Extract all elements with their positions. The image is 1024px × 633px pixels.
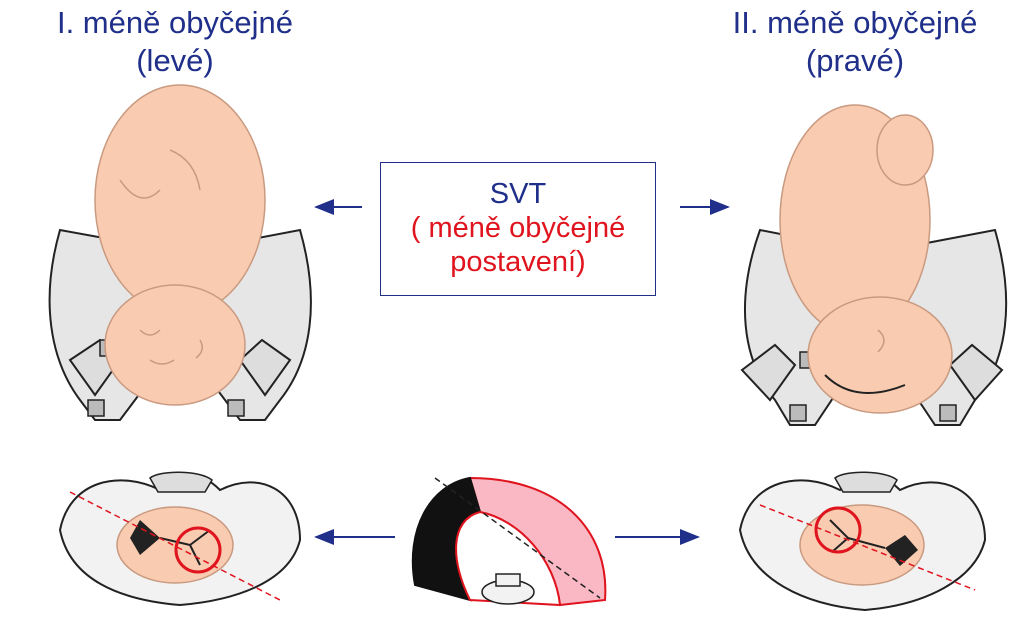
right-title-line2: (pravé) (805, 43, 905, 78)
right-fetus-pelvis-illustration (740, 104, 1008, 426)
left-title-line1: I. méně obyčejné (56, 5, 294, 40)
center-pelvis-section-illustration (411, 476, 607, 607)
left-pelvic-inlet-illustration (58, 471, 302, 607)
right-fetal-head (799, 504, 925, 586)
left-fetus-shape (94, 84, 266, 406)
right-title-line1: II. méně obyčejné (732, 5, 978, 40)
right-fetus-shape (779, 104, 953, 414)
center-subtitle-line2: postavení) (450, 246, 586, 278)
left-fontanelle-highlight (174, 526, 222, 574)
left-title-line2: (levé) (136, 43, 214, 78)
right-pelvic-inlet-illustration (738, 471, 987, 612)
right-fontanelle-highlight (814, 506, 862, 554)
left-title: I. méně obyčejné (levé) (10, 4, 340, 80)
center-subtitle-line1: ( méně obyčejné (410, 212, 626, 244)
center-label-box: SVT ( méně obyčejné postavení) (380, 162, 656, 296)
right-title: II. méně obyčejné (pravé) (690, 4, 1020, 80)
center-heading: SVT (489, 178, 547, 210)
left-fetus-pelvis-illustration (48, 84, 312, 421)
